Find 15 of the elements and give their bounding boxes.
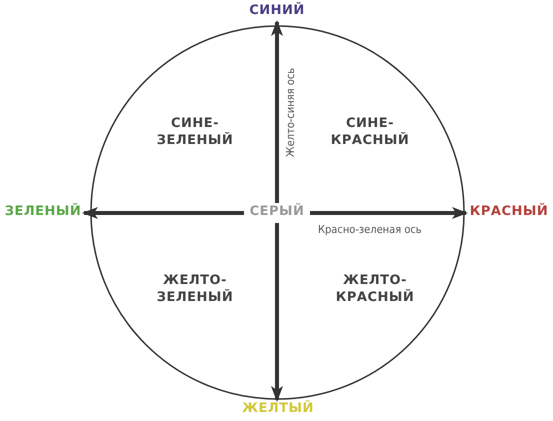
arrow — [310, 207, 468, 219]
arrow — [82, 207, 244, 219]
axis-label: Желто-синяя ось — [284, 67, 297, 157]
center-label: СЕРЫЙ — [248, 203, 306, 220]
pole-label: ЖЕЛТЫЙ — [241, 400, 315, 417]
quadrant-label: ЖЕЛТО- ЗЕЛЕНЫЙ — [156, 272, 234, 306]
axis-label: Красно-зеленая ось — [318, 222, 422, 236]
arrow — [271, 20, 283, 203]
quadrant-label: ЖЕЛТО- КРАСНЫЙ — [334, 272, 416, 306]
pole-label: КРАСНЫЙ — [468, 203, 550, 220]
quadrant-label: СИНЕ- КРАСНЫЙ — [330, 115, 410, 149]
pole-label: ЗЕЛЕНЫЙ — [4, 203, 82, 220]
quadrant-label: СИНЕ- ЗЕЛЕНЫЙ — [156, 115, 234, 149]
pole-label: СИНИЙ — [248, 2, 306, 19]
arrow — [271, 223, 283, 402]
